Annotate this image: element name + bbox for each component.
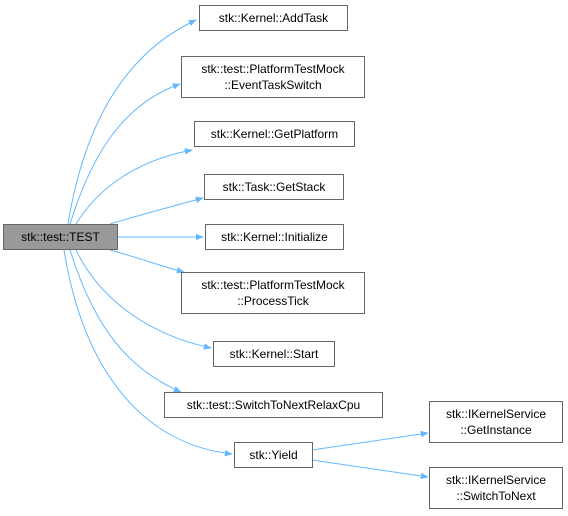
node-event-task-switch-label-1: stk::test::PlatformTestMock [201,62,345,76]
node-event-task-switch-label-2: ::EventTaskSwitch [224,78,321,92]
node-get-stack-label: stk::Task::GetStack [223,180,327,194]
node-root-label: stk::test::TEST [21,230,100,244]
node-get-instance[interactable]: stk::IKernelService ::GetInstance [429,401,563,443]
node-yield[interactable]: stk::Yield [234,442,313,468]
node-initialize-label: stk::Kernel::Initialize [221,230,328,244]
edges [63,19,429,480]
node-event-task-switch[interactable]: stk::test::PlatformTestMock ::EventTaskS… [181,56,365,98]
node-root[interactable]: stk::test::TEST [3,224,118,250]
edge-test-to-start [75,249,212,350]
node-switch-relax-label: stk::test::SwitchToNextRelaxCpu [187,398,360,412]
node-switch-to-next-label-1: stk::IKernelService [446,473,546,487]
edge-yield-to-switchtonext [311,459,429,480]
edge-test-to-processtick [109,249,185,274]
node-process-tick[interactable]: stk::test::PlatformTestMock ::ProcessTic… [181,272,365,314]
node-process-tick-label-1: stk::test::PlatformTestMock [201,278,345,292]
node-switch-relax[interactable]: stk::test::SwitchToNextRelaxCpu [164,392,383,418]
node-start-label: stk::Kernel::Start [230,347,319,361]
edge-yield-to-getinstance [311,430,429,451]
node-process-tick-label-2: ::ProcessTick [237,294,310,308]
edge-test-to-addtask [67,19,197,225]
node-add-task[interactable]: stk::Kernel::AddTask [199,5,348,31]
edge-test-to-eventtaskswitch [69,83,181,225]
node-yield-label: stk::Yield [249,448,297,462]
node-get-instance-label-2: ::GetInstance [460,423,532,437]
node-get-stack[interactable]: stk::Task::GetStack [204,174,344,200]
edge-test-to-getstack [109,196,204,225]
node-switch-to-next-label-2: ::SwitchToNext [456,489,536,503]
edge-test-to-yield [63,249,233,457]
node-get-platform[interactable]: stk::Kernel::GetPlatform [194,121,355,147]
node-get-instance-label-1: stk::IKernelService [446,407,546,421]
node-start[interactable]: stk::Kernel::Start [213,341,335,367]
edge-test-to-switchrelax [69,249,182,393]
node-initialize[interactable]: stk::Kernel::Initialize [205,224,344,250]
node-switch-to-next[interactable]: stk::IKernelService ::SwitchToNext [429,467,563,509]
edge-test-to-getplatform [75,148,193,225]
node-get-platform-label: stk::Kernel::GetPlatform [211,127,338,141]
node-add-task-label: stk::Kernel::AddTask [219,11,329,25]
